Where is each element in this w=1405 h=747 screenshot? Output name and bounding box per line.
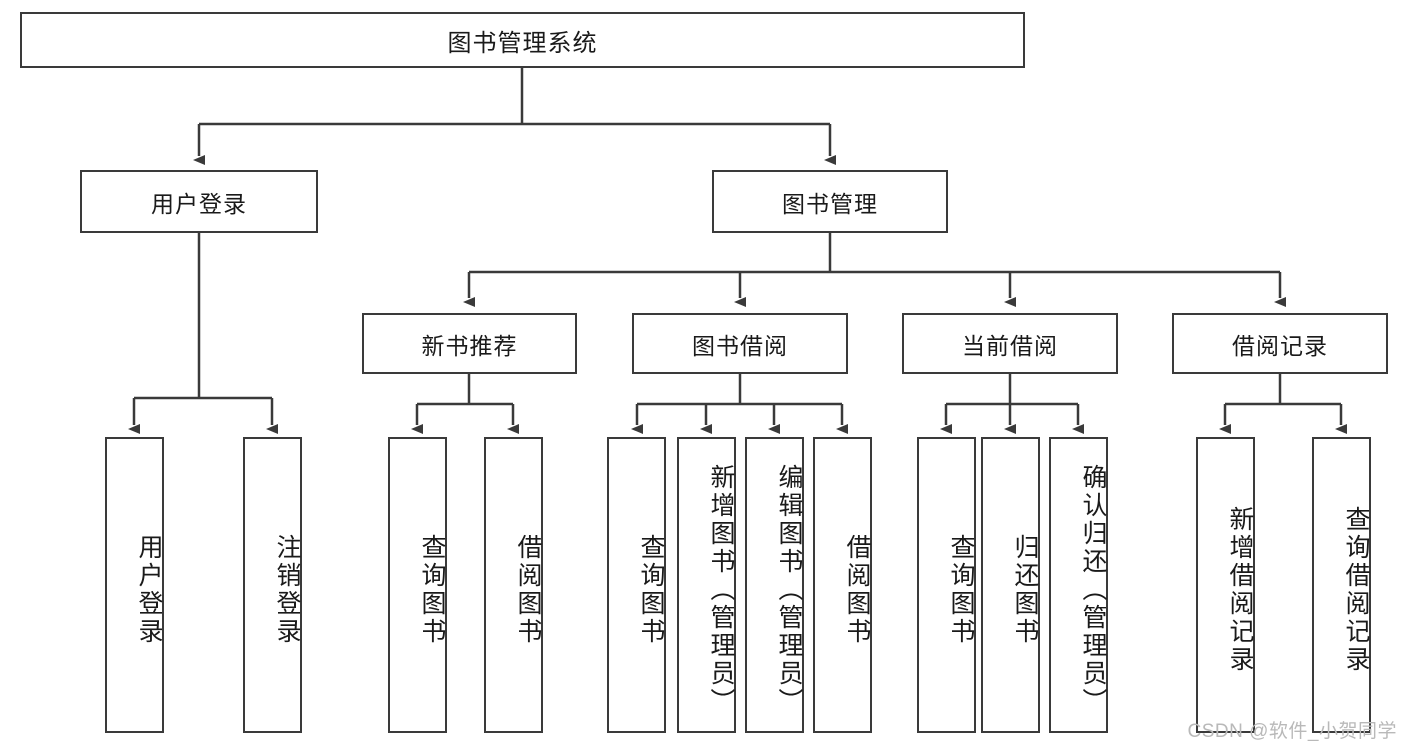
- node-label: 图书管理: [782, 190, 878, 217]
- leaf-book-borrow-add-book-admin[interactable]: 新增图书（管理员）: [677, 437, 736, 733]
- leaf-new-book-query-book[interactable]: 查询图书: [388, 437, 447, 733]
- node-label: 确认归还（管理员）: [1079, 464, 1107, 716]
- leaf-user-login-login[interactable]: 用户登录: [105, 437, 164, 733]
- node-label: 用户登录: [151, 190, 247, 217]
- node-borrow-record[interactable]: 借阅记录: [1172, 313, 1388, 374]
- node-label: 新增图书（管理员）: [707, 464, 735, 716]
- node-label: 当前借阅: [962, 332, 1058, 359]
- node-label: 借阅图书: [843, 534, 871, 646]
- node-root-book-management-system[interactable]: 图书管理系统: [20, 12, 1025, 68]
- node-label: 查询图书: [637, 534, 665, 646]
- node-label: 用户登录: [135, 534, 163, 646]
- leaf-borrow-record-add-record[interactable]: 新增借阅记录: [1196, 437, 1255, 733]
- node-label: 注销登录: [273, 534, 301, 646]
- node-label: 新书推荐: [421, 332, 518, 359]
- leaf-borrow-record-query-record[interactable]: 查询借阅记录: [1312, 437, 1371, 733]
- leaf-new-book-borrow-book[interactable]: 借阅图书: [484, 437, 543, 733]
- node-current-borrow[interactable]: 当前借阅: [902, 313, 1118, 374]
- node-new-book-recommend[interactable]: 新书推荐: [362, 313, 577, 374]
- node-label: 图书管理系统: [447, 29, 598, 57]
- node-user-login[interactable]: 用户登录: [80, 170, 318, 233]
- leaf-current-borrow-query-book[interactable]: 查询图书: [917, 437, 976, 733]
- leaf-current-borrow-return-book[interactable]: 归还图书: [981, 437, 1040, 733]
- node-label: 查询图书: [418, 534, 446, 646]
- node-book-borrow[interactable]: 图书借阅: [632, 313, 848, 374]
- leaf-current-borrow-confirm-return-admin[interactable]: 确认归还（管理员）: [1049, 437, 1108, 733]
- node-label: 借阅记录: [1232, 332, 1328, 359]
- node-label: 编辑图书（管理员）: [775, 464, 803, 716]
- leaf-book-borrow-edit-book-admin[interactable]: 编辑图书（管理员）: [745, 437, 804, 733]
- leaf-book-borrow-query-book[interactable]: 查询图书: [607, 437, 666, 733]
- node-label: 查询图书: [947, 534, 975, 646]
- node-label: 新增借阅记录: [1226, 506, 1254, 674]
- node-label: 归还图书: [1011, 534, 1039, 646]
- watermark: CSDN @软件_小贺同学: [1187, 721, 1397, 742]
- node-label: 图书借阅: [692, 332, 788, 359]
- node-book-management[interactable]: 图书管理: [712, 170, 948, 233]
- node-label: 借阅图书: [514, 534, 542, 646]
- leaf-user-login-logout[interactable]: 注销登录: [243, 437, 302, 733]
- node-label: 查询借阅记录: [1342, 506, 1370, 674]
- leaf-book-borrow-borrow-book[interactable]: 借阅图书: [813, 437, 872, 733]
